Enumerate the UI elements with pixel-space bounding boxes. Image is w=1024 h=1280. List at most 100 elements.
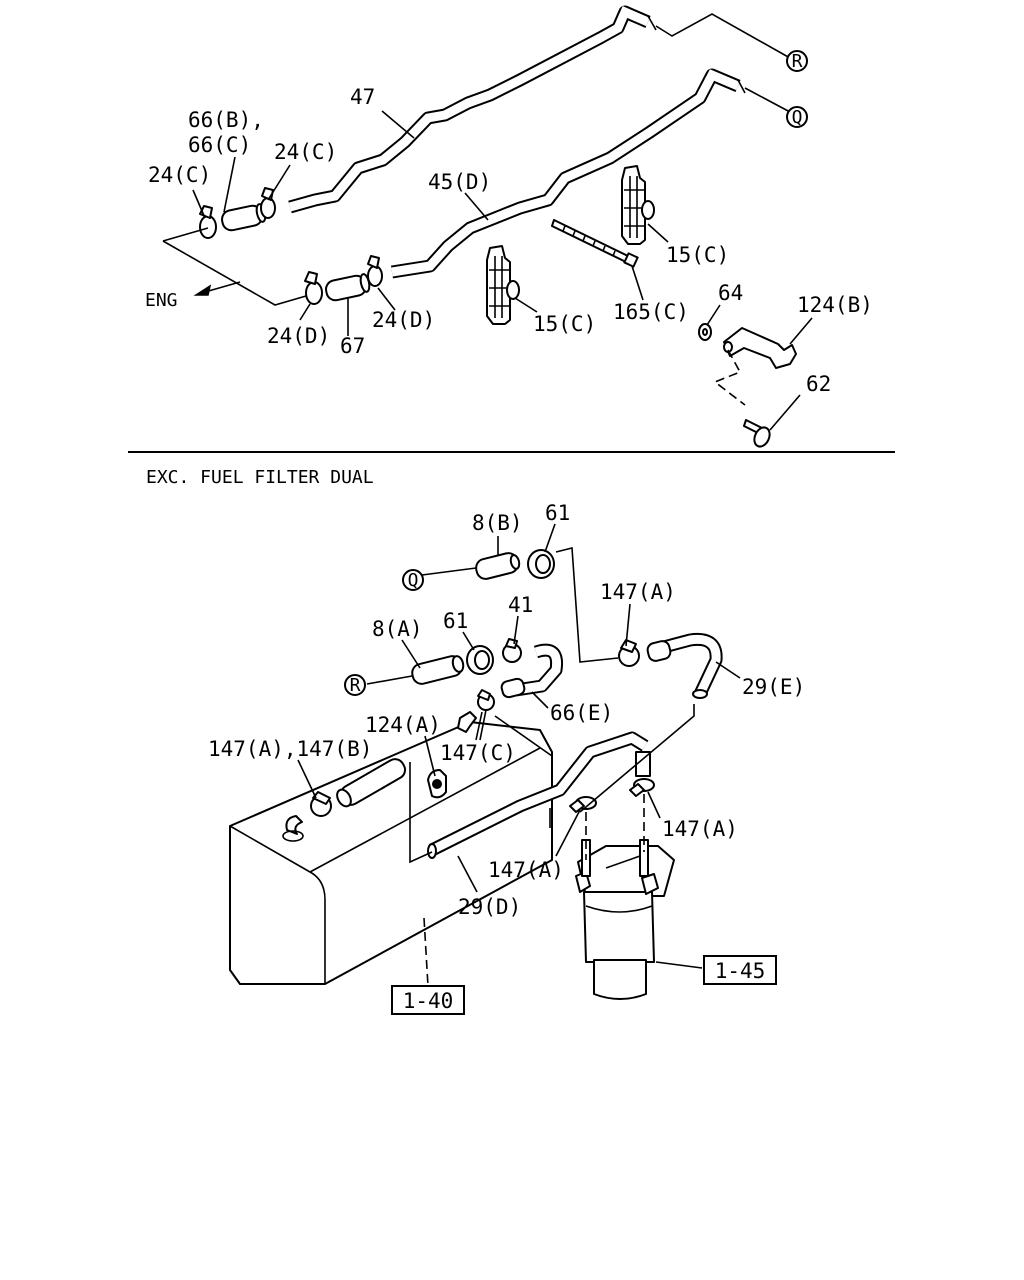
label-147a-right: 147(A) xyxy=(662,817,738,841)
hose-67 xyxy=(325,273,371,302)
clip-15c-lower xyxy=(486,245,520,325)
clamp-147ab xyxy=(310,791,332,817)
147c-guide xyxy=(475,711,483,741)
r-line-bottom xyxy=(366,675,413,685)
label-66bc-line2: 66(C) xyxy=(188,133,251,157)
label-29e: 29(E) xyxy=(742,675,805,699)
clamp-24c-left xyxy=(199,205,217,239)
label-29d: 29(D) xyxy=(458,895,521,919)
svg-text:Q: Q xyxy=(408,570,419,591)
tank-hose xyxy=(336,758,407,808)
label-15c-upper: 15(C) xyxy=(666,243,729,267)
clamp-147c xyxy=(477,689,495,711)
clip-15c-upper xyxy=(621,165,655,245)
clamp-24d-left xyxy=(304,271,323,305)
leader-47 xyxy=(381,110,415,139)
r-connection-line xyxy=(655,13,791,59)
label-64: 64 xyxy=(718,281,743,305)
svg-text:R: R xyxy=(792,51,803,72)
label-24d-right: 24(D) xyxy=(372,308,435,332)
leader-61-lower xyxy=(462,631,475,651)
label-62: 62 xyxy=(806,372,831,396)
label-124b: 124(B) xyxy=(797,293,873,317)
fuel-pipe-45d xyxy=(390,68,746,279)
q-connection-line xyxy=(744,87,791,113)
label-66bc-line1: 66(B), xyxy=(188,108,264,132)
q-line-bottom xyxy=(421,567,477,576)
pipe-8a xyxy=(411,655,465,685)
tank-route-line xyxy=(409,762,433,864)
eng-leader-upper xyxy=(162,227,209,242)
eng-leader-lower xyxy=(162,240,307,306)
marker-q-bottom: Q xyxy=(402,569,424,591)
leader-66e xyxy=(531,691,549,709)
clamp-147a-filter-right xyxy=(629,778,655,797)
label-147a-mid: 147(A) xyxy=(488,858,564,882)
svg-text:1-45: 1-45 xyxy=(715,959,766,983)
ref-box-1-40[interactable]: 1-40 xyxy=(391,985,465,1015)
leader-15c-upper xyxy=(647,223,669,243)
pipe-8b xyxy=(475,552,521,580)
label-41: 41 xyxy=(508,593,533,617)
clip-61-upper xyxy=(527,549,555,579)
fuel-pipe-47 xyxy=(288,5,657,214)
label-147ab: 147(A),147(B) xyxy=(208,737,372,761)
bracket-124b xyxy=(723,327,797,369)
label-147a-top: 147(A) xyxy=(600,580,676,604)
leader-147a-top xyxy=(625,603,631,647)
leader-165c xyxy=(631,265,644,301)
bolt-62 xyxy=(743,419,771,448)
label-61-lower: 61 xyxy=(443,609,468,633)
clip-124a xyxy=(427,769,447,799)
leader-64 xyxy=(706,304,721,326)
label-24c-right: 24(C) xyxy=(274,140,337,164)
leader-124a xyxy=(424,735,436,777)
leader-147c xyxy=(479,709,487,741)
leader-124b xyxy=(789,317,813,345)
leader-24c-right xyxy=(267,164,291,201)
leader-24d-right xyxy=(377,287,396,311)
label-147c: 147(C) xyxy=(440,741,516,765)
eng-arrow-shaft xyxy=(204,281,241,293)
clamp-41 xyxy=(502,638,522,663)
upper-fuel-lines: R Q xyxy=(145,5,873,448)
leader-29d xyxy=(457,855,478,893)
fuel-hose-29d xyxy=(427,731,649,859)
label-124a: 124(A) xyxy=(365,713,441,737)
leader-45d xyxy=(464,192,489,221)
leader-15c-lower xyxy=(514,297,538,313)
clamp-147a-top xyxy=(618,639,640,667)
label-24c-left: 24(C) xyxy=(148,163,211,187)
label-8a: 8(A) xyxy=(372,617,423,641)
marker-r-bottom: R xyxy=(344,674,366,696)
29e-route-line xyxy=(579,704,695,813)
leader-24d-left xyxy=(299,303,311,321)
washer-64 xyxy=(698,323,712,341)
eng-arrow-icon xyxy=(193,284,212,296)
leader-147a-right xyxy=(647,791,661,819)
leader-8a xyxy=(401,639,421,669)
svg-text:1-40: 1-40 xyxy=(403,989,454,1013)
label-eng: ENG xyxy=(145,290,178,311)
fuel-tank xyxy=(229,721,553,985)
svg-text:Q: Q xyxy=(792,107,803,128)
leader-29e xyxy=(715,661,741,679)
ref-box-1-45[interactable]: 1-45 xyxy=(703,955,777,985)
return-hose-29e xyxy=(646,632,723,699)
lower-fuel-system: Q R 8(B) 61 8(A) 61 41 147(A) 29(E) 66(E… xyxy=(208,501,805,1015)
bolt-guide-line xyxy=(713,349,746,406)
hose-route-line xyxy=(555,546,619,663)
label-8b: 8(B) xyxy=(472,511,523,535)
clip-61-lower xyxy=(466,645,494,675)
leader-41 xyxy=(513,615,519,645)
label-47: 47 xyxy=(350,85,375,109)
label-61-upper: 61 xyxy=(545,501,570,525)
hose-66bc xyxy=(221,203,267,232)
leader-145 xyxy=(655,961,703,969)
svg-text:R: R xyxy=(350,675,361,696)
leader-62 xyxy=(769,394,801,431)
marker-q-top: Q xyxy=(786,106,808,128)
label-24d-left: 24(D) xyxy=(267,324,330,348)
66e-route-line xyxy=(494,715,553,757)
